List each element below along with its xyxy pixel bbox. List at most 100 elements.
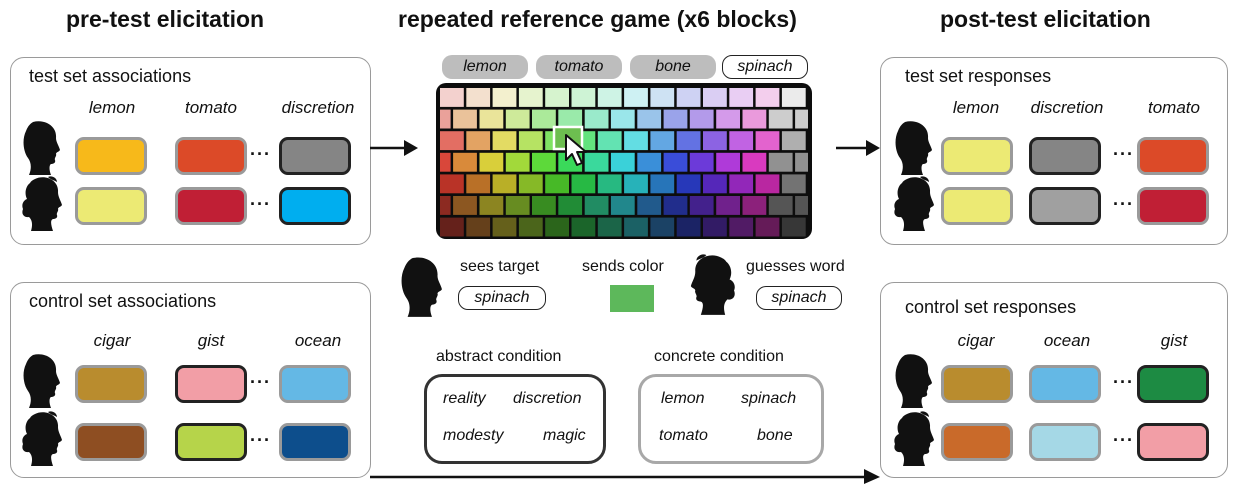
color-cell[interactable] bbox=[466, 217, 491, 237]
color-cell[interactable] bbox=[755, 131, 780, 151]
color-cell[interactable] bbox=[584, 109, 609, 129]
color-cell[interactable] bbox=[729, 217, 754, 237]
color-cell[interactable] bbox=[440, 174, 464, 194]
color-cell[interactable] bbox=[755, 217, 780, 237]
color-cell[interactable] bbox=[597, 217, 622, 237]
color-cell[interactable] bbox=[637, 196, 662, 215]
color-cell[interactable] bbox=[479, 152, 504, 172]
color-cell[interactable] bbox=[650, 174, 675, 194]
color-cell[interactable] bbox=[637, 152, 662, 172]
color-cell[interactable] bbox=[742, 109, 767, 129]
color-cell[interactable] bbox=[650, 131, 675, 151]
color-cell[interactable] bbox=[703, 88, 727, 107]
color-cell[interactable] bbox=[716, 152, 740, 172]
color-cell[interactable] bbox=[545, 88, 569, 107]
color-grid-cells[interactable] bbox=[436, 83, 812, 239]
color-cell[interactable] bbox=[492, 88, 517, 107]
color-cell[interactable] bbox=[532, 109, 556, 129]
color-cell[interactable] bbox=[440, 109, 451, 129]
color-cell[interactable] bbox=[479, 196, 504, 215]
color-cell[interactable] bbox=[663, 152, 688, 172]
color-cell[interactable] bbox=[663, 196, 688, 215]
color-cell[interactable] bbox=[689, 152, 714, 172]
color-cell[interactable] bbox=[755, 88, 780, 107]
color-cell[interactable] bbox=[466, 88, 491, 107]
color-cell[interactable] bbox=[610, 196, 635, 215]
color-cell[interactable] bbox=[650, 217, 675, 237]
color-cell[interactable] bbox=[768, 109, 793, 129]
color-cell[interactable] bbox=[676, 174, 701, 194]
color-cell[interactable] bbox=[440, 152, 451, 172]
color-cell[interactable] bbox=[597, 174, 622, 194]
color-cell[interactable] bbox=[716, 196, 740, 215]
color-cell[interactable] bbox=[558, 109, 583, 129]
color-cell[interactable] bbox=[781, 174, 806, 194]
color-picker-grid[interactable] bbox=[436, 83, 812, 239]
color-cell[interactable] bbox=[703, 217, 727, 237]
color-cell[interactable] bbox=[597, 131, 622, 151]
color-cell[interactable] bbox=[466, 131, 491, 151]
color-cell[interactable] bbox=[624, 174, 648, 194]
color-cell[interactable] bbox=[571, 174, 596, 194]
color-cell[interactable] bbox=[624, 217, 648, 237]
color-cell[interactable] bbox=[532, 196, 556, 215]
color-cell[interactable] bbox=[781, 131, 806, 151]
color-cell[interactable] bbox=[453, 109, 477, 129]
color-cell[interactable] bbox=[768, 152, 793, 172]
color-cell[interactable] bbox=[729, 88, 754, 107]
color-cell[interactable] bbox=[663, 109, 688, 129]
color-cell[interactable] bbox=[610, 109, 635, 129]
color-cell[interactable] bbox=[689, 109, 714, 129]
color-cell[interactable] bbox=[795, 109, 808, 129]
color-cell[interactable] bbox=[742, 196, 767, 215]
color-cell[interactable] bbox=[610, 152, 635, 172]
color-cell[interactable] bbox=[505, 109, 530, 129]
color-cell[interactable] bbox=[453, 196, 477, 215]
color-cell[interactable] bbox=[795, 152, 808, 172]
color-cell[interactable] bbox=[505, 196, 530, 215]
color-cell[interactable] bbox=[689, 196, 714, 215]
color-cell[interactable] bbox=[558, 196, 583, 215]
color-cell[interactable] bbox=[440, 196, 451, 215]
color-cell[interactable] bbox=[768, 196, 793, 215]
color-cell[interactable] bbox=[781, 217, 806, 237]
color-cell[interactable] bbox=[518, 88, 543, 107]
color-cell[interactable] bbox=[676, 217, 701, 237]
color-cell[interactable] bbox=[440, 88, 464, 107]
color-cell[interactable] bbox=[742, 152, 767, 172]
color-cell[interactable] bbox=[532, 152, 556, 172]
color-cell[interactable] bbox=[492, 131, 517, 151]
color-cell[interactable] bbox=[466, 174, 491, 194]
color-cell[interactable] bbox=[795, 196, 808, 215]
color-cell[interactable] bbox=[584, 152, 609, 172]
color-cell[interactable] bbox=[440, 131, 464, 151]
color-cell[interactable] bbox=[545, 217, 569, 237]
color-cell[interactable] bbox=[637, 109, 662, 129]
color-cell[interactable] bbox=[518, 131, 543, 151]
color-cell[interactable] bbox=[545, 174, 569, 194]
color-cell[interactable] bbox=[624, 88, 648, 107]
color-cell[interactable] bbox=[492, 217, 517, 237]
color-cell[interactable] bbox=[703, 131, 727, 151]
color-cell[interactable] bbox=[584, 196, 609, 215]
color-cell[interactable] bbox=[781, 88, 806, 107]
color-cell[interactable] bbox=[676, 88, 701, 107]
color-cell[interactable] bbox=[453, 152, 477, 172]
color-cell[interactable] bbox=[650, 88, 675, 107]
color-cell[interactable] bbox=[729, 131, 754, 151]
color-cell[interactable] bbox=[440, 217, 464, 237]
color-cell[interactable] bbox=[518, 174, 543, 194]
color-cell[interactable] bbox=[624, 131, 648, 151]
color-cell[interactable] bbox=[703, 174, 727, 194]
color-cell[interactable] bbox=[755, 174, 780, 194]
color-cell[interactable] bbox=[729, 174, 754, 194]
color-cell[interactable] bbox=[505, 152, 530, 172]
color-cell[interactable] bbox=[571, 88, 596, 107]
color-cell[interactable] bbox=[676, 131, 701, 151]
color-cell[interactable] bbox=[492, 174, 517, 194]
color-cell[interactable] bbox=[518, 217, 543, 237]
color-cell[interactable] bbox=[716, 109, 740, 129]
color-cell[interactable] bbox=[571, 217, 596, 237]
color-cell[interactable] bbox=[479, 109, 504, 129]
color-cell[interactable] bbox=[597, 88, 622, 107]
